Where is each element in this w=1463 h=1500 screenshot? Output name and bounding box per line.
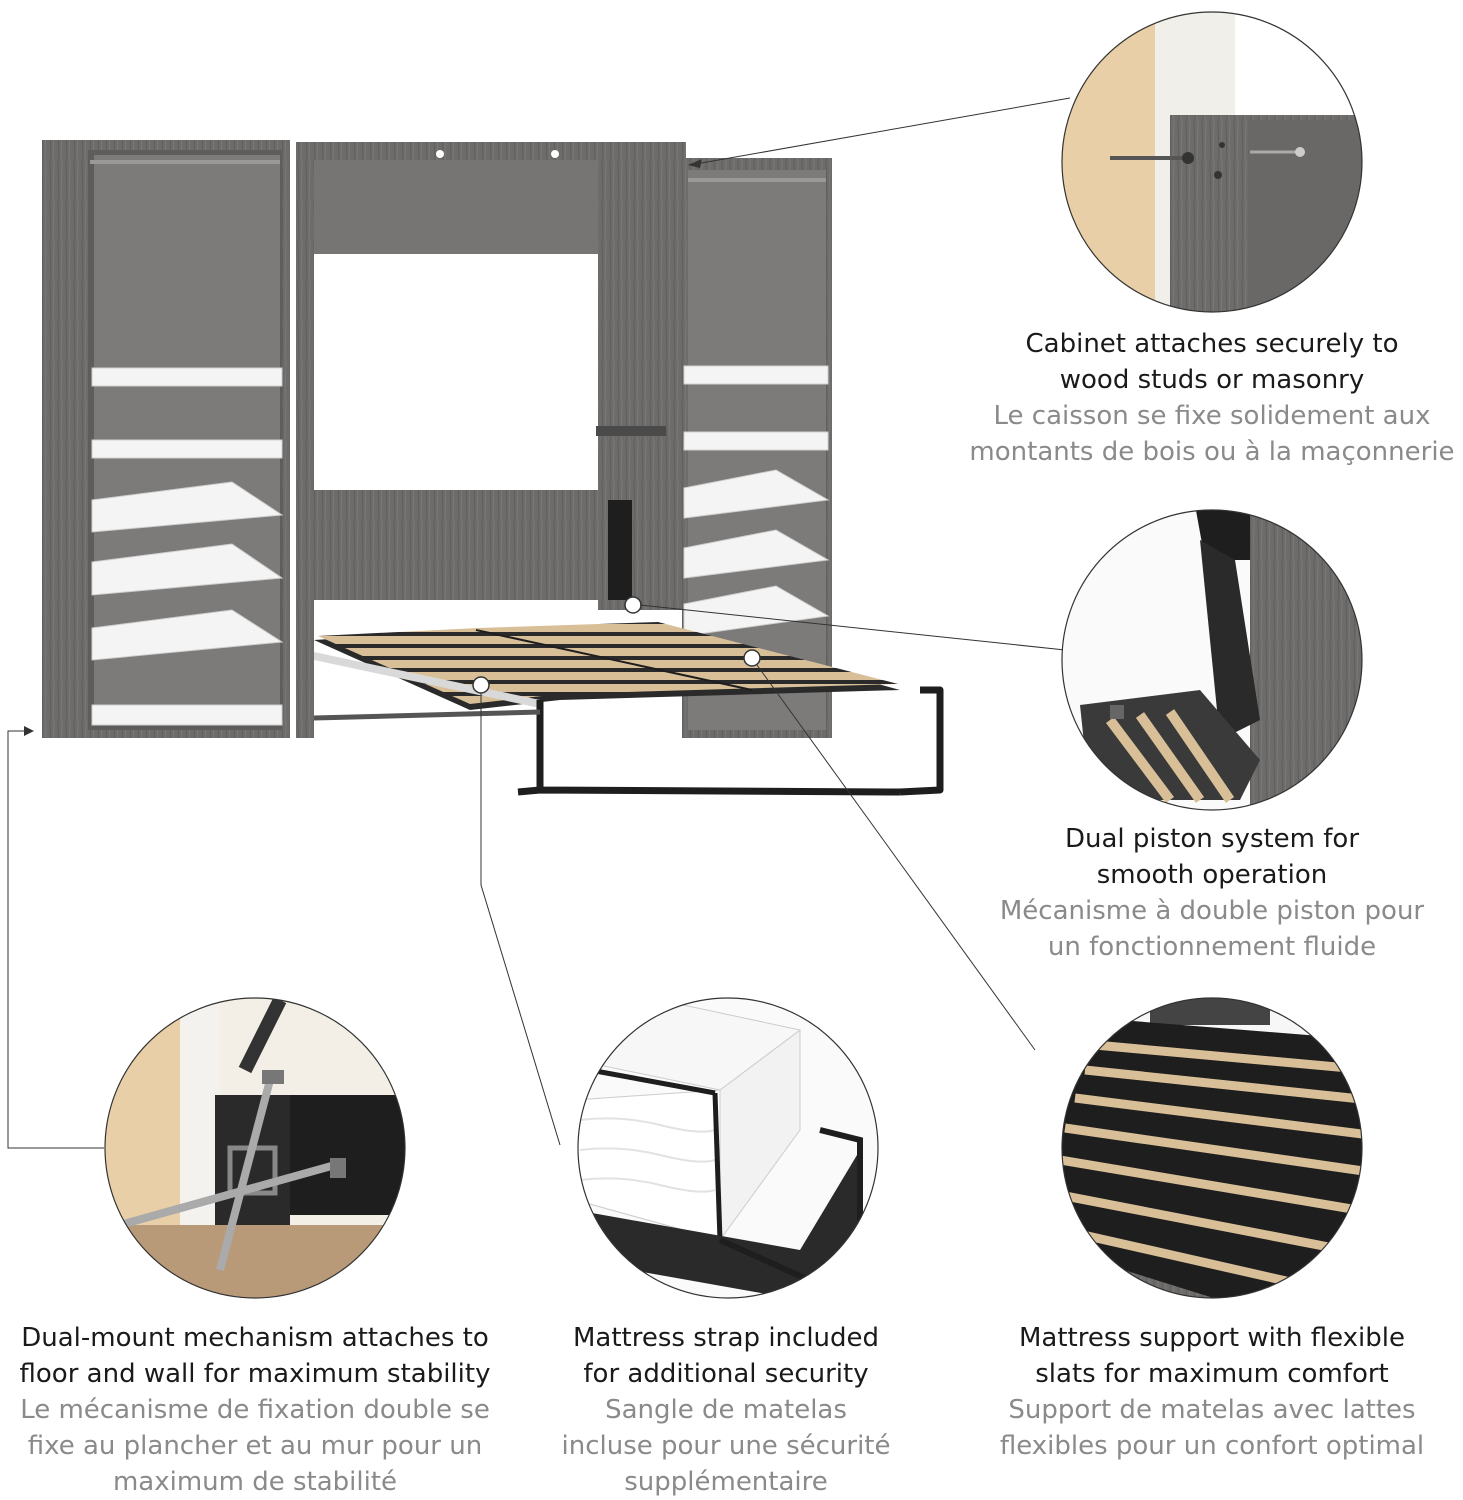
caption-fr-line: incluse pour une sécurité <box>561 1431 891 1461</box>
left-storage-tower <box>42 140 290 738</box>
caption-slats: Mattress support with flexible slats for… <box>962 1320 1462 1464</box>
caption-fr-line: Sangle de matelas <box>605 1395 847 1425</box>
caption-en-line: Mattress support with flexible <box>1019 1323 1405 1353</box>
caption-wall-attach: Cabinet attaches securely to wood studs … <box>962 326 1462 470</box>
caption-en-line: smooth operation <box>1096 860 1328 890</box>
caption-piston: Dual piston system for smooth operation … <box>962 821 1462 965</box>
leader-lines <box>7 97 1071 1149</box>
detail-circle-strap <box>577 997 879 1299</box>
detail-circle-wall-attach <box>1061 11 1363 313</box>
wall-bed-cabinet <box>42 140 944 796</box>
caption-fr-line: maximum de stabilité <box>112 1467 398 1497</box>
caption-en-line: floor and wall for maximum stability <box>19 1359 491 1389</box>
open-bed-frame <box>313 622 944 796</box>
caption-en-line: Mattress strap included <box>572 1323 880 1353</box>
caption-en-line: for additional security <box>583 1359 869 1389</box>
caption-dual-mount: Dual-mount mechanism attaches to floor a… <box>0 1320 510 1500</box>
caption-en-line: Cabinet attaches securely to <box>1025 329 1399 359</box>
caption-en-line: wood studs or masonry <box>1059 365 1365 395</box>
detail-circle-piston <box>1061 509 1363 811</box>
callout-dot-piston <box>624 596 642 614</box>
callout-dot-slats <box>743 649 761 667</box>
caption-fr-line: flexibles pour un confort optimal <box>999 1431 1425 1461</box>
caption-fr-line: Mécanisme à double piston pour <box>999 896 1425 926</box>
callout-dot-strap <box>472 676 490 694</box>
caption-fr-line: Le mécanisme de fixation double se <box>20 1395 490 1425</box>
detail-circle-dual-mount <box>104 997 406 1299</box>
caption-fr-line: un fonctionnement fluide <box>1047 932 1377 962</box>
caption-fr-line: Support de matelas avec lattes <box>1008 1395 1416 1425</box>
caption-fr-line: supplémentaire <box>624 1467 828 1497</box>
caption-fr-line: fixe au plancher et au mur pour un <box>27 1431 483 1461</box>
caption-strap: Mattress strap included for additional s… <box>520 1320 932 1500</box>
right-storage-tower <box>682 158 832 738</box>
detail-circle-slats <box>1061 997 1363 1299</box>
caption-en-line: slats for maximum comfort <box>1035 1359 1389 1389</box>
caption-en-line: Dual-mount mechanism attaches to <box>21 1323 489 1353</box>
caption-fr-line: montants de bois ou à la maçonnerie <box>969 437 1455 467</box>
caption-fr-line: Le caisson se fixe solidement aux <box>993 401 1431 431</box>
caption-en-line: Dual piston system for <box>1064 824 1360 854</box>
